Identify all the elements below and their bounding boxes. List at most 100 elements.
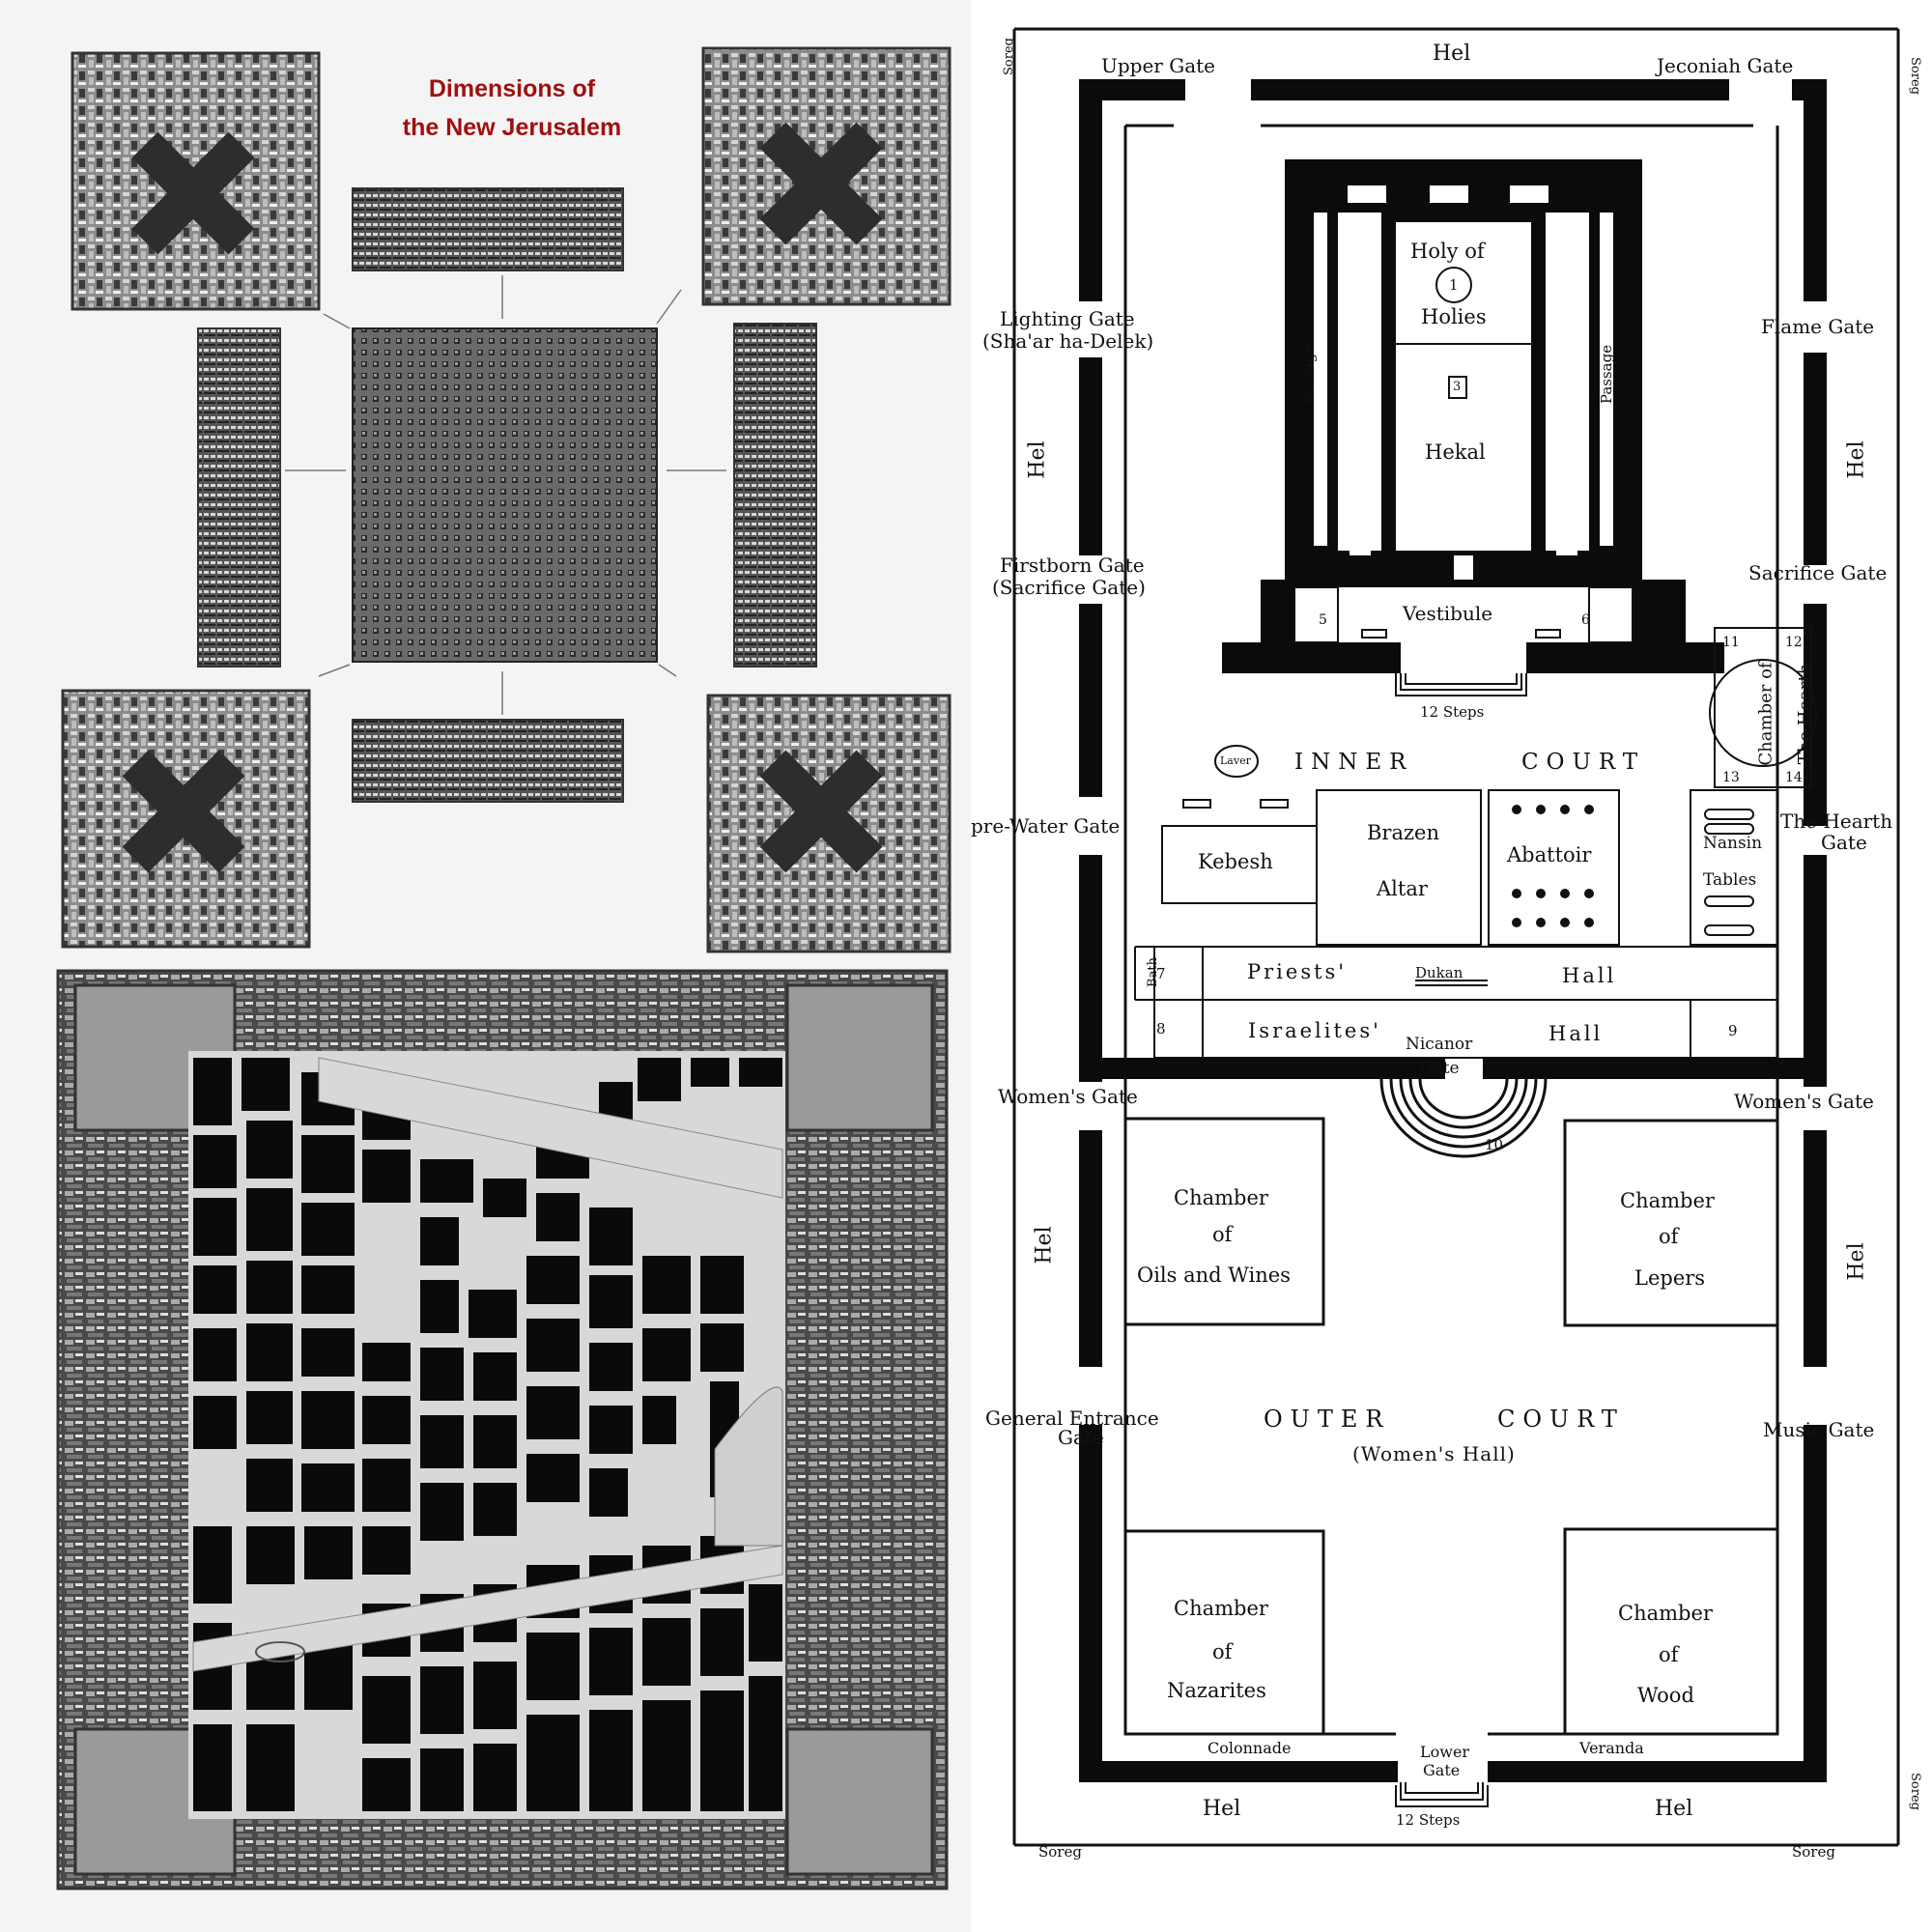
label-water-gate: pre-Water Gate [971, 814, 1121, 838]
label-hel-bottom-right: Hel [1655, 1797, 1693, 1821]
label-abattoir: Abattoir [1507, 843, 1592, 867]
label-holies: Holies [1421, 305, 1487, 328]
label-lower-gate-1: Lower [1420, 1743, 1470, 1761]
label-hel-left-upper: Hel [1025, 440, 1050, 479]
corner-module-bottom-right [706, 694, 952, 953]
label-soreg-top-left: Soreg [1001, 38, 1016, 75]
label-number-8: 8 [1156, 1020, 1166, 1037]
label-colonnade: Colonnade [1208, 1739, 1292, 1757]
label-number-11: 11 [1722, 635, 1740, 650]
label-hearth-chamber-2: The Hearth [1795, 663, 1816, 765]
strip-top [352, 187, 624, 271]
label-number-5: 5 [1319, 612, 1327, 628]
temple-plan-panel: Upper Gate Jeconiah Gate Hel Lighting Ga… [971, 0, 1932, 1932]
soreg-line [1012, 27, 1900, 1847]
label-jeconiah-gate: Jeconiah Gate [1657, 54, 1794, 77]
label-womens-gate-right: Women's Gate [1734, 1090, 1874, 1113]
label-court-inner: COURT [1521, 750, 1646, 775]
label-wood: Wood [1637, 1684, 1694, 1707]
label-hekal: Hekal [1425, 440, 1486, 464]
lower-steps [1395, 1782, 1489, 1807]
center-grid [352, 327, 658, 663]
label-general-entrance-2: Gate [1058, 1426, 1104, 1449]
label-number-12: 12 [1785, 635, 1803, 650]
label-number-7: 7 [1156, 965, 1166, 982]
label-of-nazarites: of [1212, 1640, 1233, 1663]
label-steps-lower: 12 Steps [1396, 1811, 1461, 1829]
strip-right [733, 323, 817, 668]
vestibule-steps [1395, 673, 1527, 696]
label-hel-right-upper: Hel [1844, 440, 1869, 479]
label-priests-hall: Hall [1562, 964, 1617, 987]
label-outer: OUTER [1264, 1406, 1391, 1433]
label-nicanor-1: Nicanor [1406, 1035, 1473, 1054]
label-nicanor-2: Gate [1420, 1059, 1460, 1078]
label-oils-wines: Oils and Wines [1137, 1264, 1291, 1287]
city-map [188, 1051, 785, 1819]
corner-module-bottom-left [61, 689, 311, 949]
label-laver: Laver [1220, 754, 1251, 767]
label-number-3: 3 [1453, 380, 1462, 394]
label-nansin: Nansin [1703, 834, 1763, 853]
sanctuary [1222, 159, 1724, 686]
outer-court-chambers [1123, 1117, 1779, 1736]
new-jerusalem-diagram [56, 46, 952, 1890]
abattoir-rings [1512, 805, 1594, 927]
label-inner: INNER [1294, 750, 1414, 775]
label-hel-right-lower: Hel [1844, 1242, 1869, 1281]
left-title-line1: Dimensions of [428, 75, 596, 102]
label-womens-gate-left: Women's Gate [998, 1085, 1138, 1108]
outer-wall [1079, 79, 1827, 1782]
label-tables: Tables [1703, 870, 1757, 890]
label-upper-gate: Upper Gate [1101, 54, 1215, 77]
label-israelites-hall: Hall [1548, 1022, 1604, 1045]
label-dukan: Dukan [1415, 964, 1463, 981]
label-nazarites: Nazarites [1167, 1679, 1266, 1702]
label-flame-gate: Flame Gate [1761, 315, 1875, 338]
label-chamber-lepers: Chamber [1620, 1189, 1715, 1212]
label-sacrifice-gate: Sacrifice Gate [1748, 561, 1888, 584]
label-firstborn-gate-alt: (Sacrifice Gate) [992, 576, 1146, 599]
strip-left [197, 327, 281, 668]
label-womens-hall: (Women's Hall) [1352, 1442, 1516, 1465]
new-jerusalem-panel: Dimensions of the New Jerusalem [0, 0, 985, 1932]
label-of-lepers: of [1659, 1225, 1679, 1248]
label-priests: Priests' [1247, 960, 1348, 983]
label-of-wood: of [1659, 1643, 1679, 1666]
label-number-10: 10 [1485, 1136, 1504, 1153]
temple-plan [1012, 27, 1900, 1847]
label-lighting-gate: Lighting Gate [1000, 307, 1135, 330]
corner-module-top-right [701, 46, 952, 306]
label-of-oils: of [1212, 1223, 1233, 1246]
label-soreg-top-right: Soreg [1907, 57, 1922, 95]
label-altar: Altar [1377, 877, 1428, 900]
label-brazen: Brazen [1367, 821, 1440, 844]
label-passage-left: Passage [1300, 344, 1319, 405]
corner-module-top-left [71, 51, 321, 311]
label-lighting-gate-alt: (Sha'ar ha-Delek) [982, 329, 1154, 353]
label-holy-of: Holy of [1410, 240, 1485, 263]
label-steps-upper: 12 Steps [1420, 703, 1485, 721]
label-hearth-chamber-1: Chamber of [1755, 662, 1776, 766]
label-kebesh: Kebesh [1198, 850, 1273, 873]
label-veranda: Veranda [1579, 1739, 1644, 1757]
nicanor-steps [1379, 1078, 1548, 1158]
label-hel-left-lower: Hel [1032, 1226, 1057, 1264]
label-hearth-gate-1: The Hearth [1780, 810, 1893, 833]
label-soreg-bottom-right-h: Soreg [1792, 1843, 1835, 1861]
strip-bottom [352, 719, 624, 803]
label-court-outer: COURT [1497, 1406, 1625, 1433]
label-number-14: 14 [1785, 770, 1803, 785]
label-chamber-nazarites: Chamber [1174, 1597, 1268, 1620]
label-lower-gate-2: Gate [1423, 1761, 1461, 1779]
label-hearth-gate-2: Gate [1821, 831, 1867, 854]
arrows [285, 275, 726, 715]
left-title-line2: the New Jerusalem [402, 114, 622, 141]
nansin-tables [1704, 809, 1754, 936]
label-music-gate: Music Gate [1763, 1418, 1875, 1441]
inner-court-installations [1134, 627, 1817, 1059]
label-number-9: 9 [1728, 1022, 1738, 1039]
label-vestibule: Vestibule [1403, 602, 1493, 625]
label-soreg-bottom-right: Soreg [1907, 1773, 1922, 1810]
label-israelites: Israelites' [1248, 1019, 1381, 1042]
